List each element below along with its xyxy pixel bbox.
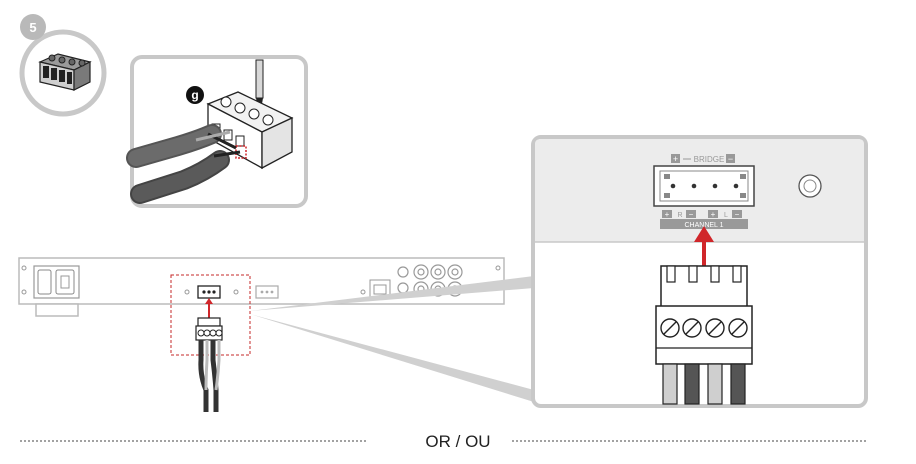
bridge-minus-box xyxy=(726,154,735,163)
l-minus: − xyxy=(735,210,740,219)
channel-labels: + R − + L − CHANNEL 1 xyxy=(660,210,748,229)
channel-label: CHANNEL 1 xyxy=(684,222,723,229)
callout-badge xyxy=(186,86,204,104)
bridge-minus: − xyxy=(728,154,733,164)
connection-highlight xyxy=(170,274,251,412)
detail-highlight xyxy=(235,145,247,159)
r-plus: + xyxy=(665,210,670,219)
panel-socket xyxy=(653,165,755,207)
red-arrow-icon xyxy=(694,226,714,266)
detail-connector xyxy=(206,91,294,170)
bridge-plus: + xyxy=(673,154,678,164)
zoom-lines xyxy=(250,276,534,402)
l-letter: L xyxy=(724,212,728,219)
amplifier-rear-panel xyxy=(18,257,505,317)
bridge-plus-box xyxy=(671,154,680,163)
or-separator-label: OR / OU xyxy=(425,432,491,451)
terminal-block-icon xyxy=(38,53,92,91)
step-number: 5 xyxy=(29,20,36,35)
wiring-detail-panel: g xyxy=(126,55,308,208)
detail-cables xyxy=(126,124,241,204)
r-letter: R xyxy=(677,212,682,219)
step-badge xyxy=(20,14,46,40)
step-icon-group: 5 xyxy=(19,14,107,117)
r-minus: − xyxy=(689,210,694,219)
callout-letter: g xyxy=(191,88,198,102)
zoom-panel: + BRIDGE − + R − + L xyxy=(531,135,868,408)
bridge-label: BRIDGE xyxy=(694,155,725,164)
power-inlet-icon xyxy=(33,265,80,299)
l-plus: + xyxy=(711,210,716,219)
large-plug xyxy=(655,265,753,405)
